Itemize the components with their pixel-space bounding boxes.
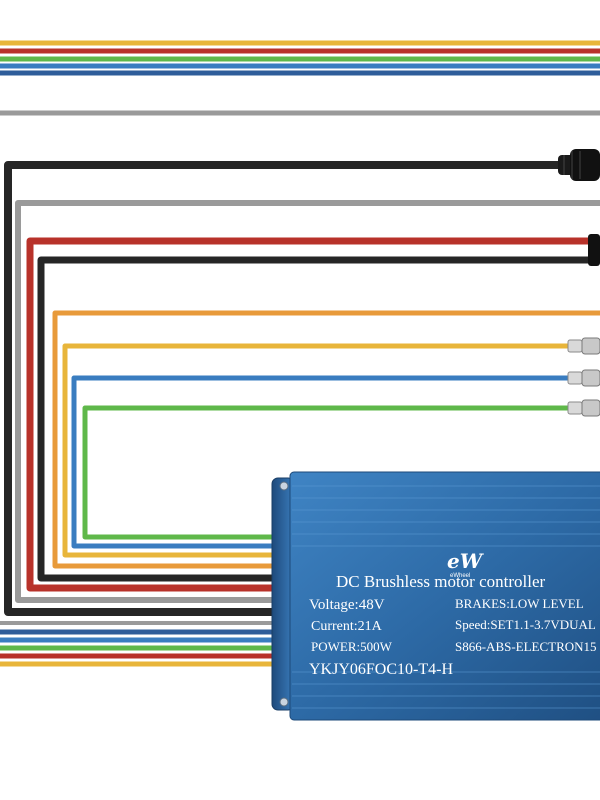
- controller-title: DC Brushless motor controller: [336, 572, 546, 591]
- power-spec: POWER:500W: [311, 639, 393, 654]
- logo-brand-name: eWheel: [450, 573, 470, 579]
- ewheel-logo: eW eWheel: [447, 549, 485, 579]
- black-connector: [558, 149, 600, 181]
- spade-terminals: [567, 337, 600, 417]
- top-wire-bundle: [0, 40, 600, 116]
- motor-controller-box: eW eWheel DC Brushless motor controller …: [271, 471, 600, 721]
- brakes-spec: BRAKES:LOW LEVEL: [455, 596, 584, 611]
- serial-number: S866-ABS-ELECTRON15: [455, 639, 597, 654]
- current-spec: Current:21A: [311, 619, 383, 634]
- bent-wire-harness: [4, 161, 600, 616]
- red-black-connector: [588, 234, 600, 266]
- speed-spec: Speed:SET1.1-3.7VDUAL: [455, 617, 596, 632]
- model-number: YKJY06FOC10-T4-H: [309, 661, 453, 678]
- voltage-spec: Voltage:48V: [309, 597, 385, 613]
- logo-mark: eW: [447, 549, 485, 573]
- bottom-wire-bundle: [0, 621, 300, 667]
